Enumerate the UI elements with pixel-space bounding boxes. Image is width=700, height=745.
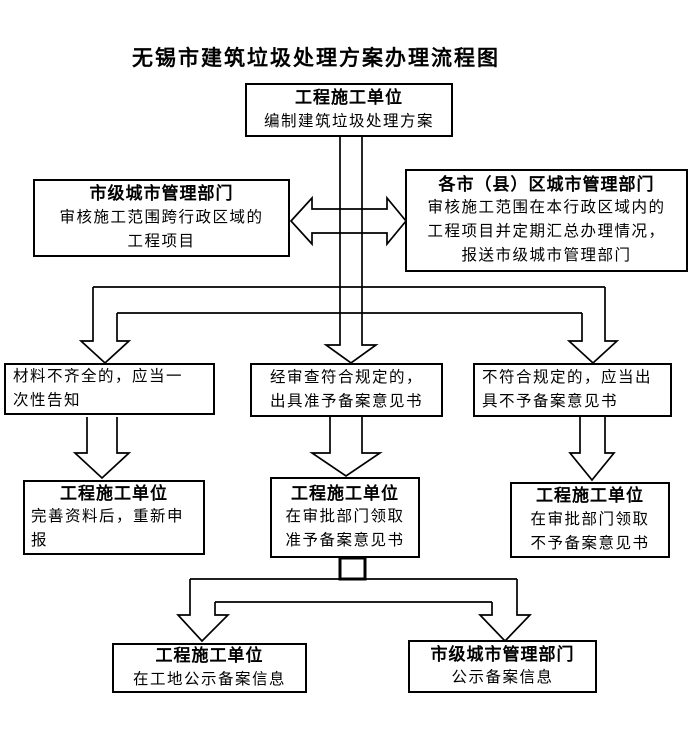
box-district-management-dept-review: 各市（县）区城市管理部门 审核施工范围在本行政区域内的 工程项目并定期汇总办理情… — [405, 169, 688, 272]
box-line: 报送市级城市管理部门 — [461, 247, 632, 265]
box-title: 各市（县）区城市管理部门 — [438, 174, 655, 194]
arrow-rejected-to-collect — [568, 417, 616, 482]
box-title: 工程施工单位 — [295, 88, 403, 108]
box-line: 经审查符合规定的， — [269, 368, 423, 386]
box-line: 不予备案意见书 — [530, 534, 650, 552]
box-line: 工程项目 — [127, 232, 196, 250]
box-line: 在审批部门领取 — [530, 510, 650, 528]
box-title: 工程施工单位 — [291, 483, 399, 503]
arrow-approved-to-collect — [309, 417, 383, 478]
box-title: 工程施工单位 — [155, 646, 264, 666]
stub-connector — [338, 556, 367, 581]
box-unit-resubmit: 工程施工单位 完善资料后，重新申 报 — [23, 480, 205, 555]
box-city-management-dept-review: 市级城市管理部门 审核施工范围跨行政区域的 工程项目 — [33, 179, 290, 257]
box-unit-publicize-on-site: 工程施工单位 在工地公示备案信息 — [112, 643, 307, 693]
box-line: 公示备案信息 — [451, 669, 554, 687]
box-line: 在工地公示备案信息 — [132, 670, 286, 688]
box-line: 编制建筑垃圾处理方案 — [263, 112, 434, 130]
box-approved-issue-record: 经审查符合规定的， 出具准予备案意见书 — [250, 363, 443, 417]
page-title: 无锡市建筑垃圾处理方案办理流程图 — [132, 46, 500, 70]
box-unit-collect-approval: 工程施工单位 在审批部门领取 准予备案意见书 — [270, 477, 420, 558]
distribution-band-bottom — [176, 578, 532, 643]
box-line: 完善资料后，重新申 — [31, 508, 185, 526]
box-line: 在审批部门领取 — [285, 508, 405, 526]
box-line: 准予备案意见书 — [285, 532, 405, 550]
box-construction-unit-prepare-plan: 工程施工单位 编制建筑垃圾处理方案 — [245, 83, 453, 137]
box-line: 出具准予备案意见书 — [269, 393, 423, 410]
arrow-incomplete-to-resubmit — [72, 417, 132, 480]
box-title: 市级城市管理部门 — [89, 184, 234, 204]
box-line: 报 — [31, 532, 49, 550]
double-arrow-city-district — [289, 195, 408, 247]
box-title: 市级城市管理部门 — [430, 644, 575, 664]
box-city-dept-publicize: 市级城市管理部门 公示备案信息 — [408, 640, 597, 693]
box-line: 材料不齐全的，应当一 — [13, 367, 184, 385]
box-title: 工程施工单位 — [536, 486, 644, 506]
box-line: 审核施工范围跨行政区域的 — [59, 208, 264, 226]
box-line: 工程项目并定期汇总办理情况， — [427, 223, 666, 241]
box-rejected-issue-notice: 不符合规定的，应当出 具不予备案意见书 — [473, 363, 672, 417]
arrow-top-to-review — [323, 137, 379, 365]
box-line: 次性告知 — [13, 392, 82, 409]
box-line: 具不予备案意见书 — [482, 393, 619, 410]
box-materials-incomplete-notice: 材料不齐全的，应当一 次性告知 — [4, 363, 215, 415]
box-line: 审核施工范围在本行政区域内的 — [427, 199, 666, 217]
box-title: 工程施工单位 — [60, 483, 168, 503]
box-line: 不符合规定的，应当出 — [482, 368, 653, 386]
box-unit-collect-rejection: 工程施工单位 在审批部门领取 不予备案意见书 — [510, 482, 670, 558]
distribution-band-top — [78, 286, 620, 365]
